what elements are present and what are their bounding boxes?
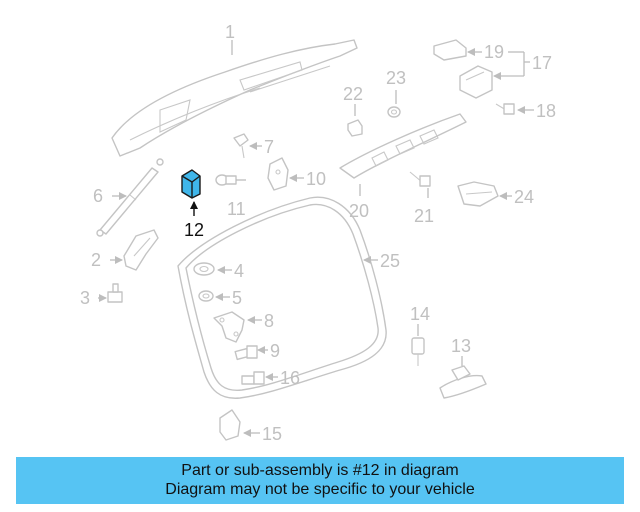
part-14-bumper	[411, 324, 425, 366]
label-17: 17	[532, 53, 552, 73]
part-18-screw	[495, 103, 534, 115]
part-4-grommet	[193, 262, 232, 276]
label-20: 20	[349, 201, 369, 221]
part-6-gas-strut	[96, 158, 164, 237]
part-17-actuator	[459, 51, 530, 99]
label-25: 25	[380, 251, 400, 271]
part-22-clip	[347, 104, 363, 137]
part-1-roof-panel	[111, 39, 358, 157]
label-12: 12	[184, 220, 204, 240]
label-2: 2	[91, 250, 101, 270]
label-1: 1	[225, 22, 235, 42]
part-2-bracket	[110, 229, 159, 271]
parts-diagram: 1 6 12 7 11 10 2	[80, 22, 556, 444]
label-19: 19	[484, 42, 504, 62]
part-5-grommet	[198, 290, 230, 302]
label-21: 21	[414, 206, 434, 226]
part-20-garnish	[339, 113, 467, 196]
label-10: 10	[306, 169, 326, 189]
label-14: 14	[410, 304, 430, 324]
label-15: 15	[262, 424, 282, 444]
info-banner: Part or sub-assembly is #12 in diagram D…	[16, 457, 624, 504]
label-9: 9	[270, 341, 280, 361]
part-15-cover	[219, 409, 260, 441]
label-18: 18	[536, 101, 556, 121]
label-22: 22	[343, 84, 363, 104]
part-24-latch	[457, 181, 512, 207]
part-25-weatherstrip	[177, 196, 387, 399]
part-9-bolt	[234, 345, 268, 361]
part-10-hinge	[267, 157, 304, 191]
part-19-connector	[433, 39, 482, 61]
label-13: 13	[451, 336, 471, 356]
label-24: 24	[514, 187, 534, 207]
part-8-striker	[213, 311, 262, 343]
banner-line-1: Part or sub-assembly is #12 in diagram	[181, 462, 459, 479]
label-16: 16	[280, 368, 300, 388]
label-23: 23	[386, 68, 406, 88]
label-11: 11	[227, 199, 246, 219]
part-13-handle	[439, 356, 487, 399]
part-21-bolt	[409, 171, 431, 198]
part-11-bolt	[215, 174, 246, 186]
label-7: 7	[264, 137, 274, 157]
banner-line-2: Diagram may not be specific to your vehi…	[165, 481, 475, 498]
part-16-bolt	[241, 371, 278, 385]
part-7-stud	[233, 133, 262, 159]
label-4: 4	[234, 261, 244, 281]
part-3-bolt	[98, 283, 123, 303]
label-8: 8	[264, 311, 274, 331]
label-3: 3	[80, 288, 90, 308]
label-6: 6	[93, 186, 103, 206]
part-23-clip	[387, 90, 401, 118]
part-12-bracket	[181, 169, 201, 216]
label-5: 5	[232, 288, 242, 308]
